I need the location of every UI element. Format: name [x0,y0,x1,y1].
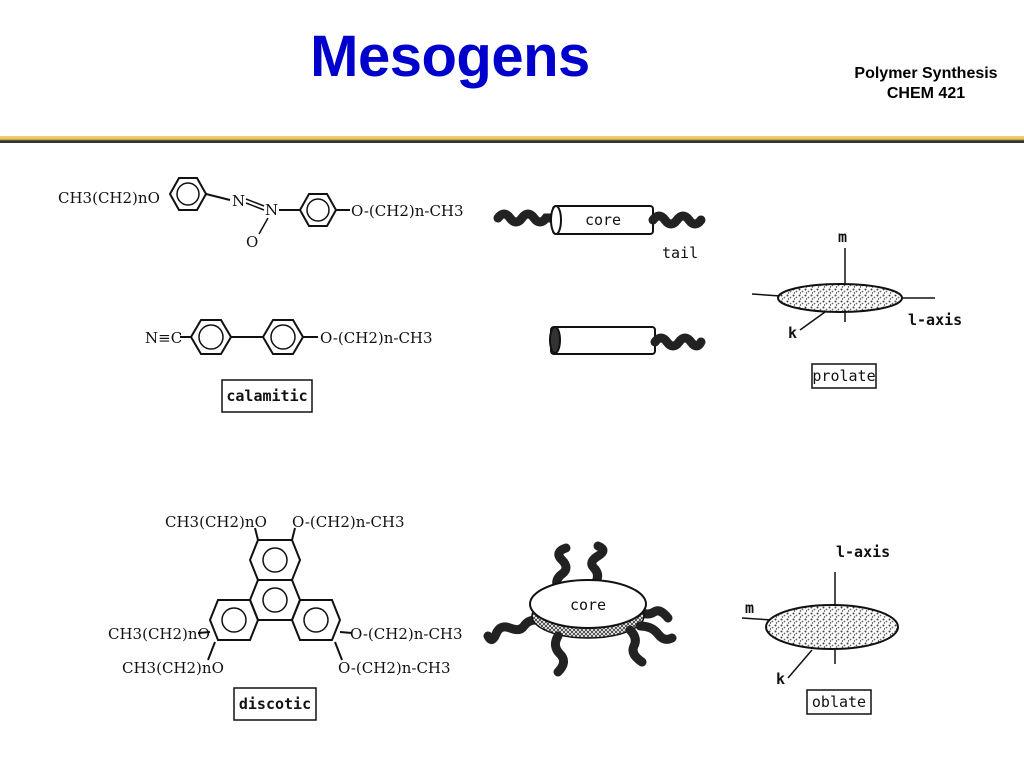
calamitic-molecule-2: N≡C O-(CH2)n-CH3 [145,319,433,355]
calamitic-1-left-group: CH3(CH2)nO [58,189,160,207]
azoxy-o: O [246,233,258,251]
azoxy-n-2: N [265,201,278,219]
azoxy-n-1: N [232,192,245,210]
prolate-axis-m: m [838,228,847,246]
discotic-mid-right-group: O-(CH2)n-CH3 [350,625,463,643]
discotic-top-right-group: O-(CH2)n-CH3 [292,513,405,531]
oblate-shape: l-axis m k oblate [741,543,899,715]
disc-model: core [483,541,677,677]
prolate-shape: m k l-axis prolate [751,228,962,389]
oblate-axis-k: k [776,670,785,688]
discotic-bottom-left-group: CH3(CH2)nO [122,659,224,677]
calamitic-2-left-group: N≡C [145,329,182,347]
course-info: Polymer Synthesis CHEM 421 [826,64,1024,104]
rod-core-label: core [585,211,621,229]
prolate-label: prolate [812,367,875,385]
biphenyl-ring-1 [189,319,233,355]
rod-model-1: core tail [493,205,706,262]
triphenylene-ring-right [290,599,342,641]
triphenylene-ring-center [248,579,302,621]
calamitic-label: calamitic [226,387,307,405]
discotic-molecule: CH3(CH2)nO O-(CH2)n-CH3 CH3(CH2)nO O-(CH… [108,513,463,677]
calamitic-molecule-1: CH3(CH2)nO N N O O-(CH2)n-CH3 [58,177,464,251]
triphenylene-ring-top [248,539,302,581]
triphenylene-ring-left [208,599,260,641]
slide-title: Mesogens [310,24,590,89]
course-line-2: CHEM 421 [886,85,966,102]
discotic-bottom-right-group: O-(CH2)n-CH3 [338,659,451,677]
biphenyl-ring-2 [261,319,305,355]
rod-tail-label: tail [662,244,698,262]
oblate-axis-m: m [745,599,754,617]
calamitic-1-right-group: O-(CH2)n-CH3 [351,202,464,220]
benzene-ring-1 [168,177,208,211]
oblate-axis-l: l-axis [836,543,890,561]
course-line-1: Polymer Synthesis [854,65,998,82]
discotic-top-left-group: CH3(CH2)nO [165,513,267,531]
benzene-ring-2 [298,193,338,227]
discotic-label: discotic [239,695,311,713]
prolate-axis-l: l-axis [908,311,962,329]
header-divider [0,136,1024,143]
prolate-axis-k: k [788,324,797,342]
oblate-label: oblate [812,693,866,711]
calamitic-label-box: calamitic [221,379,313,413]
rod-model-2 [549,326,706,355]
calamitic-2-right-group: O-(CH2)n-CH3 [320,329,433,347]
discotic-label-box: discotic [233,687,317,721]
disc-core-label: core [570,596,606,614]
discotic-mid-left-group: CH3(CH2)nO [108,625,210,643]
